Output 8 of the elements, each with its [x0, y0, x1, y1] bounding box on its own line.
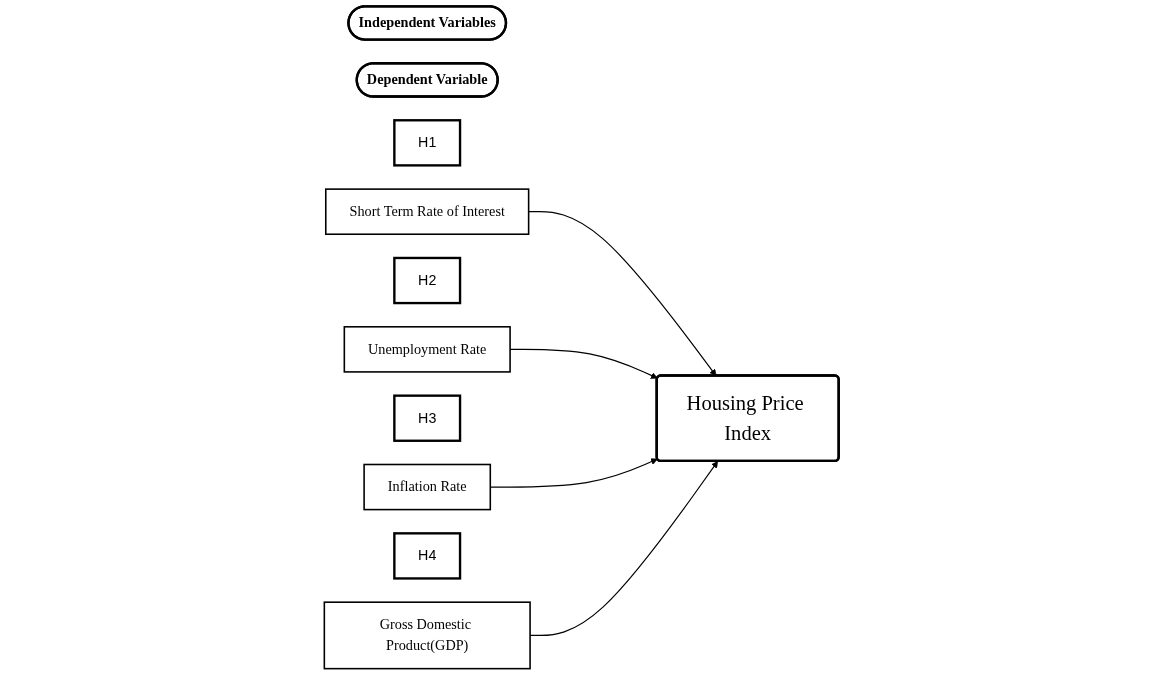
node-box: H2	[393, 256, 462, 305]
node-box: Gross Domestic Product(GDP)	[323, 601, 531, 670]
node-box: Inflation Rate	[363, 463, 492, 511]
node-box: H3	[393, 394, 462, 442]
node-box: H4	[393, 532, 462, 580]
node-box: Short Term Rate of Interest	[324, 188, 530, 235]
node-box: H1	[393, 119, 462, 167]
node-box: Unemployment Rate	[343, 326, 511, 373]
